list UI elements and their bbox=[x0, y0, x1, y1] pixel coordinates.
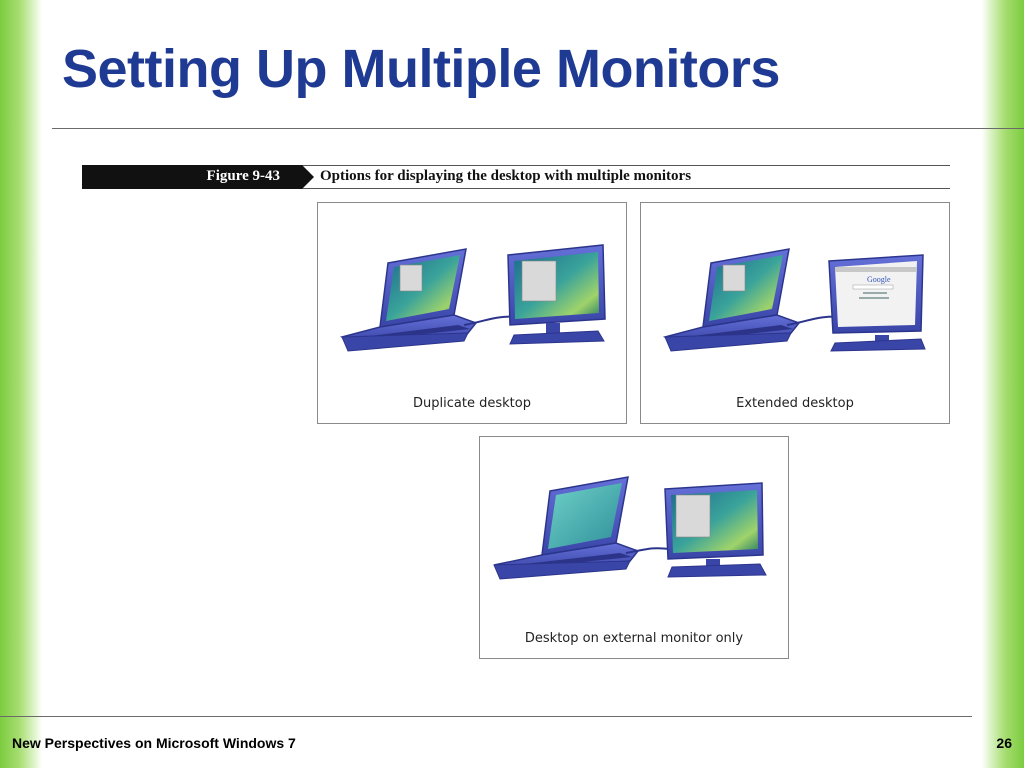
figure-tag-arrow bbox=[302, 165, 314, 189]
panel-label: Extended desktop bbox=[736, 396, 854, 411]
panel-label: Duplicate desktop bbox=[413, 396, 531, 411]
panel-external-monitor-only: Desktop on external monitor only bbox=[479, 436, 789, 659]
figure-number: Figure 9-43 bbox=[206, 168, 280, 184]
figure-caption: Options for displaying the desktop with … bbox=[320, 168, 692, 184]
footer-divider bbox=[0, 716, 972, 717]
google-logo: Google bbox=[867, 275, 891, 284]
right-green-edge bbox=[982, 0, 1024, 768]
title-divider bbox=[52, 128, 1024, 129]
monitor-icon bbox=[507, 244, 606, 345]
footer-text: New Perspectives on Microsoft Windows 7 bbox=[12, 735, 296, 751]
panel-label: Desktop on external monitor only bbox=[524, 631, 744, 646]
external-only-illustration bbox=[493, 476, 767, 580]
panel-extended-desktop: Google Extended desktop bbox=[640, 202, 950, 424]
figure-number-tag: Figure 9-43 bbox=[82, 165, 302, 189]
slide-title: Setting Up Multiple Monitors bbox=[62, 39, 780, 99]
monitor-icon: Google bbox=[828, 254, 926, 352]
laptop-icon bbox=[339, 248, 478, 352]
cable-icon bbox=[625, 547, 671, 554]
figure-header: Figure 9-43 Options for displaying the d… bbox=[82, 165, 950, 189]
extended-desktop-illustration: Google bbox=[662, 248, 926, 352]
duplicate-desktop-illustration bbox=[339, 244, 606, 352]
page-number: 26 bbox=[996, 735, 1012, 751]
laptop-icon bbox=[493, 476, 640, 580]
left-green-edge bbox=[0, 0, 42, 768]
panel-duplicate-desktop: Duplicate desktop bbox=[317, 202, 627, 424]
monitor-icon bbox=[664, 482, 767, 578]
laptop-icon bbox=[662, 248, 801, 352]
